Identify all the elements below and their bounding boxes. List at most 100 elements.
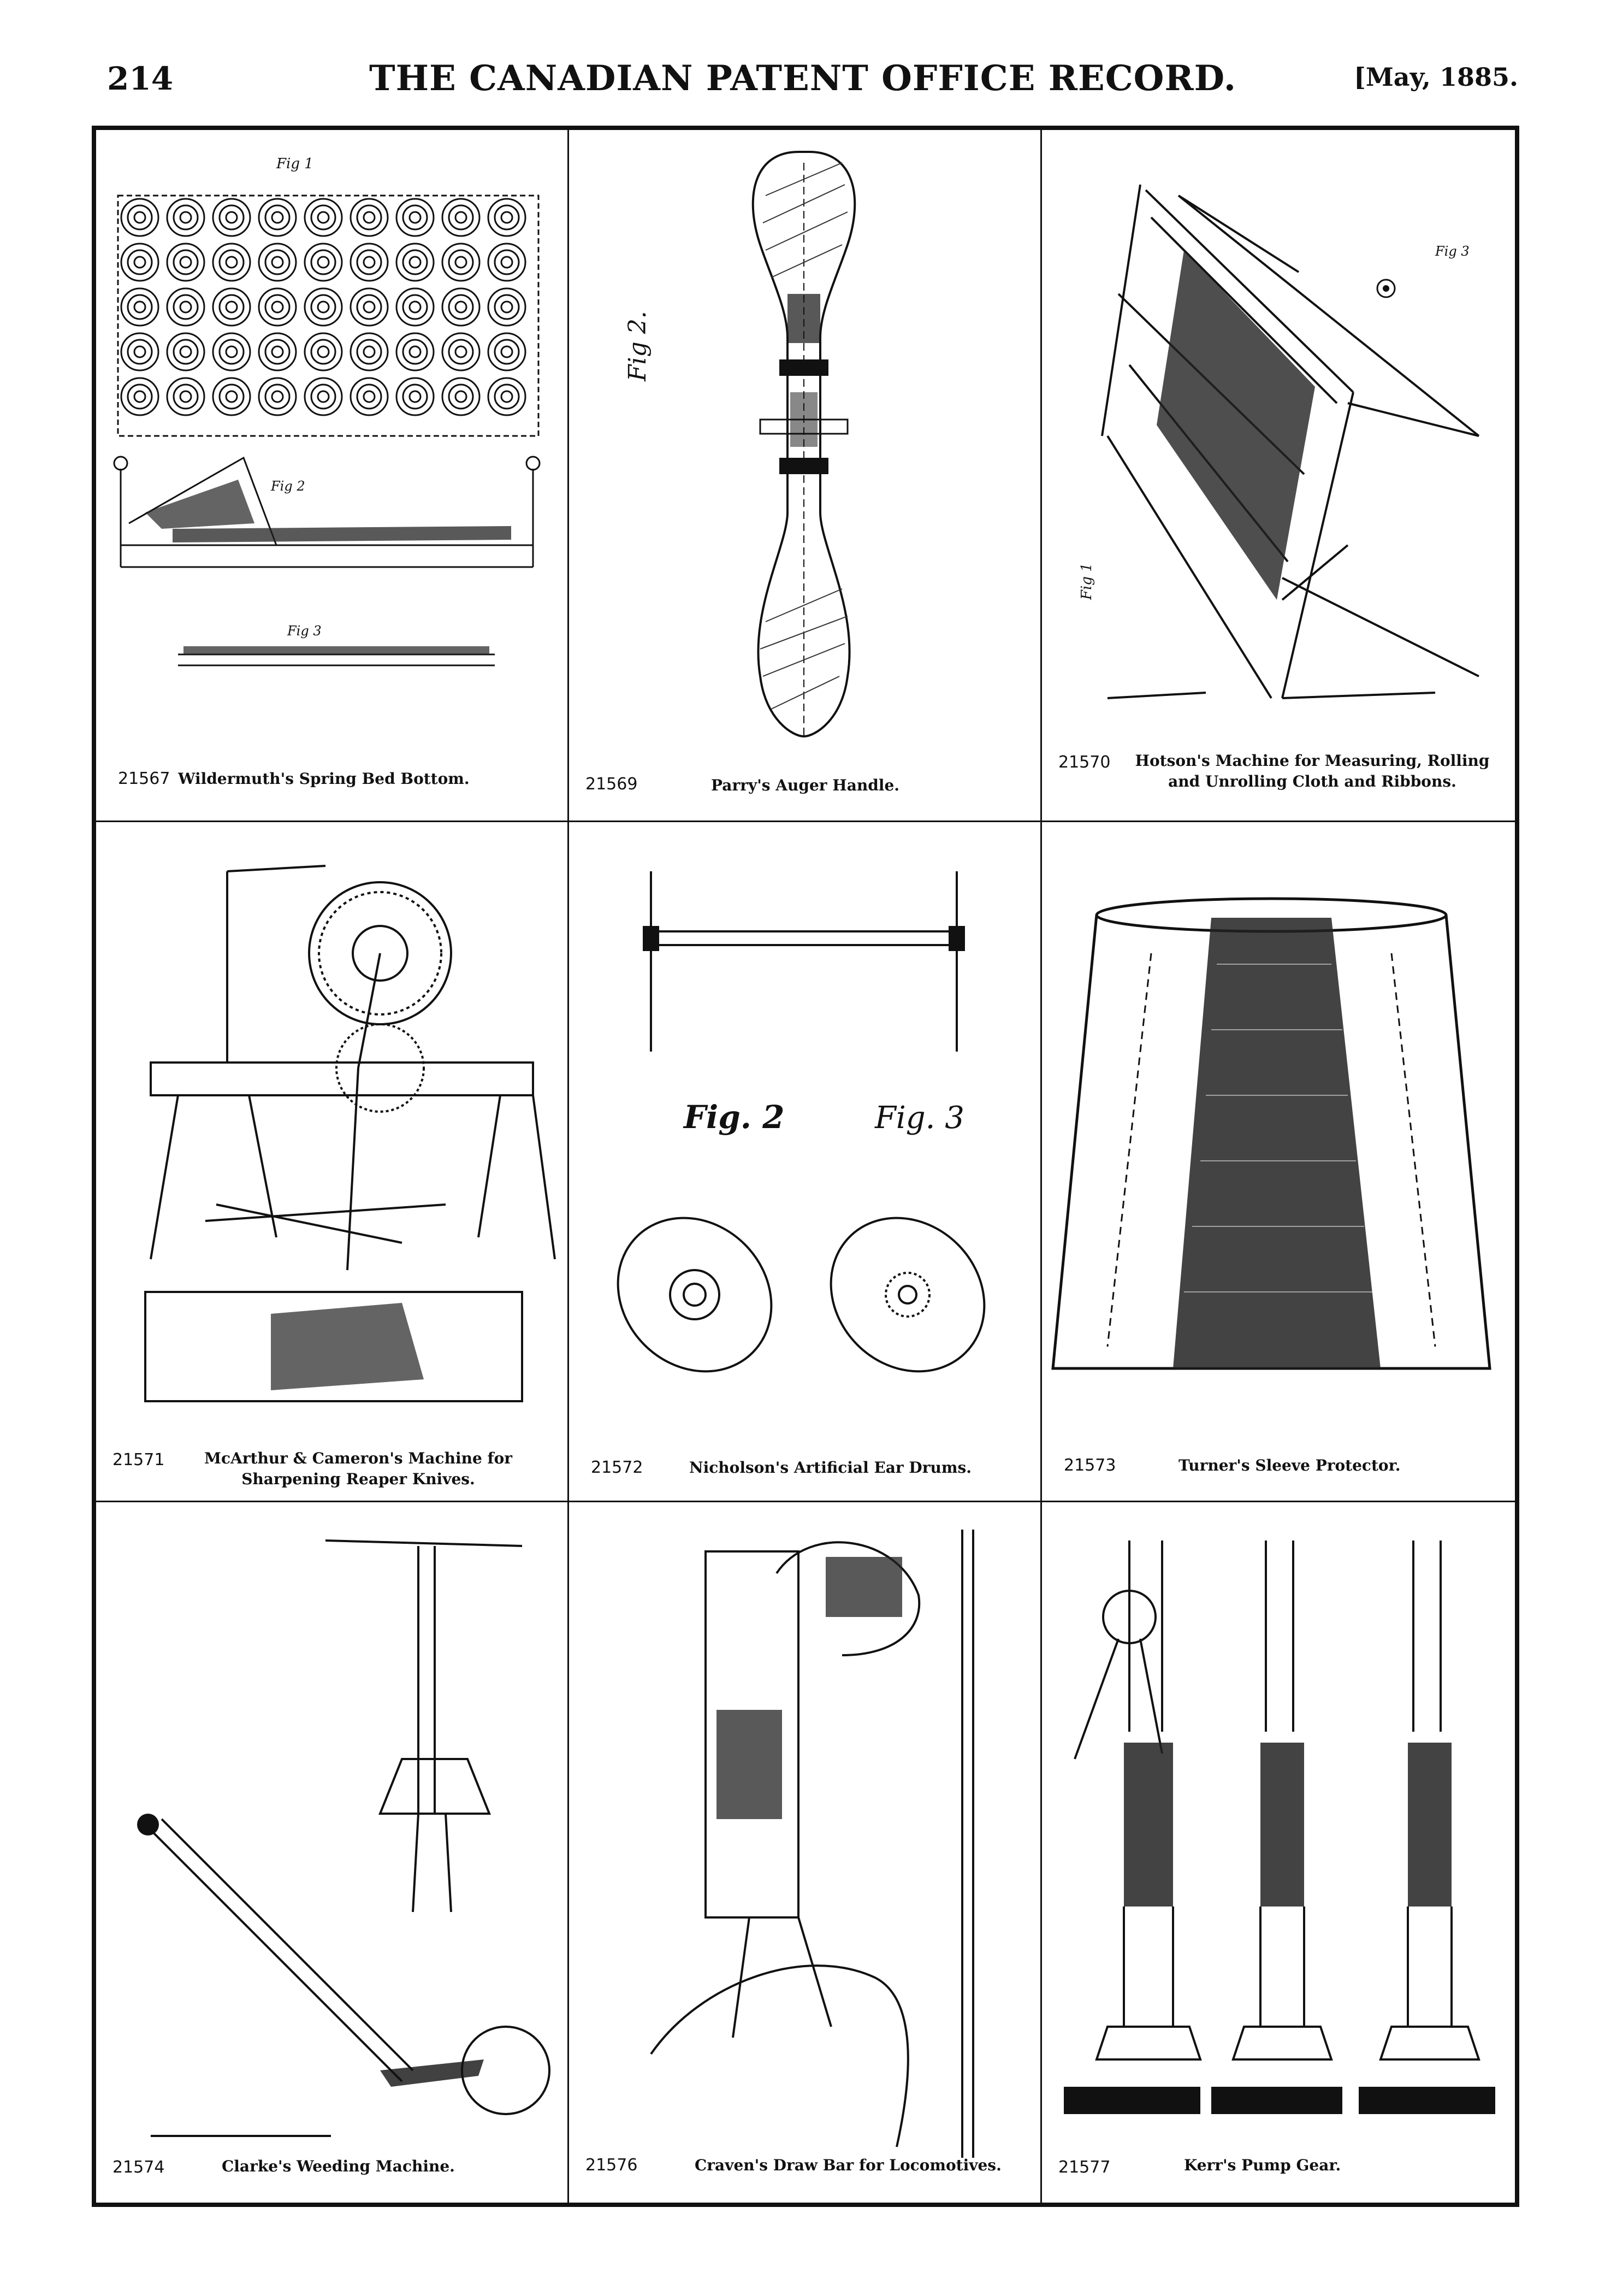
spring-coil xyxy=(487,377,526,416)
spring-coil xyxy=(258,332,297,371)
spring-coil xyxy=(258,198,297,237)
fig-label: Fig 2. xyxy=(624,311,652,382)
spring-coil xyxy=(179,390,192,403)
spring-coil xyxy=(408,300,422,314)
spring-coil xyxy=(402,339,428,365)
spring-coil xyxy=(127,339,153,365)
fig-3-label: Fig. 3 xyxy=(874,1100,964,1136)
spring-coil xyxy=(402,204,428,231)
spring-coil xyxy=(487,243,526,282)
spring-coil xyxy=(133,300,146,314)
spring-coil xyxy=(356,249,382,275)
spring-coil xyxy=(212,243,251,282)
sleeve-protector-drawing xyxy=(1051,897,1491,1370)
spring-coil xyxy=(317,300,330,314)
spring-coil xyxy=(120,198,159,237)
spring-coil xyxy=(133,345,146,358)
spring-coil xyxy=(264,339,291,365)
spring-coil xyxy=(133,211,146,224)
spring-coil xyxy=(127,204,153,231)
spring-coil xyxy=(448,339,474,365)
spring-coil xyxy=(120,243,159,282)
issue-date: [May, 1885. xyxy=(1354,62,1518,92)
spring-coil xyxy=(356,339,382,365)
spring-coil xyxy=(212,198,251,237)
spring-coil xyxy=(356,204,382,231)
spring-coil xyxy=(454,390,467,403)
spring-coil xyxy=(225,345,238,358)
spring-coil xyxy=(500,345,513,358)
patent-number: 21573 xyxy=(1064,1456,1116,1475)
spring-coil xyxy=(258,243,297,282)
spring-coil xyxy=(494,294,520,320)
spring-coil xyxy=(179,256,192,269)
spring-coil xyxy=(500,390,513,403)
spring-coil xyxy=(212,377,251,416)
spring-coil xyxy=(173,339,199,365)
spring-coil xyxy=(166,377,205,416)
figure-title: Kerr's Pump Gear. xyxy=(1184,2156,1341,2174)
spring-coil xyxy=(363,300,376,314)
spring-coil xyxy=(310,383,336,410)
figure-cell-21574: 21574 Clarke's Weeding Machine. xyxy=(96,1502,569,2203)
spring-coil xyxy=(317,390,330,403)
figure-cell-21567: Fig 1 Fig 2 Fig 3 21567 Wildermuth's Spr… xyxy=(96,130,569,822)
draw-bar-drawing xyxy=(650,1530,974,2158)
spring-coil xyxy=(304,287,343,327)
patent-number: 21571 xyxy=(112,1450,165,1469)
spring-coil xyxy=(212,287,251,327)
spring-coil xyxy=(218,294,245,320)
spring-coil xyxy=(218,383,245,410)
cloth-machine-drawing: Fig 1 Fig 3 xyxy=(1079,184,1480,699)
spring-coil xyxy=(120,377,159,416)
auger-handle-drawing: Fig 2. xyxy=(624,151,856,738)
figure-cell-21572: Fig. 2 Fig. 3 21572 Nicholson's Artifici… xyxy=(569,822,1042,1502)
spring-coil xyxy=(225,300,238,314)
pump-gear-drawing xyxy=(1064,1540,1495,2114)
spring-coil xyxy=(363,345,376,358)
spring-coil xyxy=(264,249,291,275)
spring-coil xyxy=(218,204,245,231)
spring-coil xyxy=(304,332,343,371)
spring-coil xyxy=(127,294,153,320)
spring-coil xyxy=(271,211,284,224)
spring-coil xyxy=(225,211,238,224)
spring-coil xyxy=(225,256,238,269)
spring-coil xyxy=(127,249,153,275)
spring-coil xyxy=(494,339,520,365)
spring-coil xyxy=(454,256,467,269)
spring-coil xyxy=(363,211,376,224)
spring-coil xyxy=(310,204,336,231)
spring-coil xyxy=(271,390,284,403)
spring-coil xyxy=(448,294,474,320)
figure-title: McArthur & Cameron's Machine for Sharpen… xyxy=(204,1449,512,1488)
spring-coil xyxy=(395,332,435,371)
publication-title: THE CANADIAN PATENT OFFICE RECORD. xyxy=(369,58,1237,99)
patent-number: 21577 xyxy=(1058,2158,1111,2177)
spring-coil xyxy=(487,332,526,371)
spring-coil xyxy=(120,332,159,371)
sharpening-machine-drawing xyxy=(144,865,556,1402)
spring-coil xyxy=(350,287,389,327)
spring-coil xyxy=(356,294,382,320)
spring-coil xyxy=(258,287,297,327)
spring-coil xyxy=(350,198,389,237)
spring-coil xyxy=(218,249,245,275)
spring-coil xyxy=(408,211,422,224)
spring-coil xyxy=(304,198,343,237)
figure-cell-21576: 21576 Craven's Draw Bar for Locomotives. xyxy=(569,1502,1042,2203)
spring-coil xyxy=(395,243,435,282)
figure-title: Nicholson's Artificial Ear Drums. xyxy=(689,1459,972,1477)
fig-3-label: Fig 3 xyxy=(1435,244,1470,259)
spring-coil xyxy=(441,287,481,327)
ear-drums-drawing: Fig. 2 Fig. 3 xyxy=(617,871,986,1373)
spring-coil xyxy=(500,211,513,224)
spring-coil xyxy=(133,256,146,269)
spring-coil xyxy=(218,339,245,365)
spring-coil xyxy=(395,287,435,327)
fig-1-label: Fig 1 xyxy=(1079,563,1095,600)
spring-coil xyxy=(363,390,376,403)
figure-grid: Fig 1 Fig 2 Fig 3 21567 Wildermuth's Spr… xyxy=(92,126,1519,2207)
spring-coil xyxy=(448,204,474,231)
patent-number: 21574 xyxy=(112,2158,165,2177)
